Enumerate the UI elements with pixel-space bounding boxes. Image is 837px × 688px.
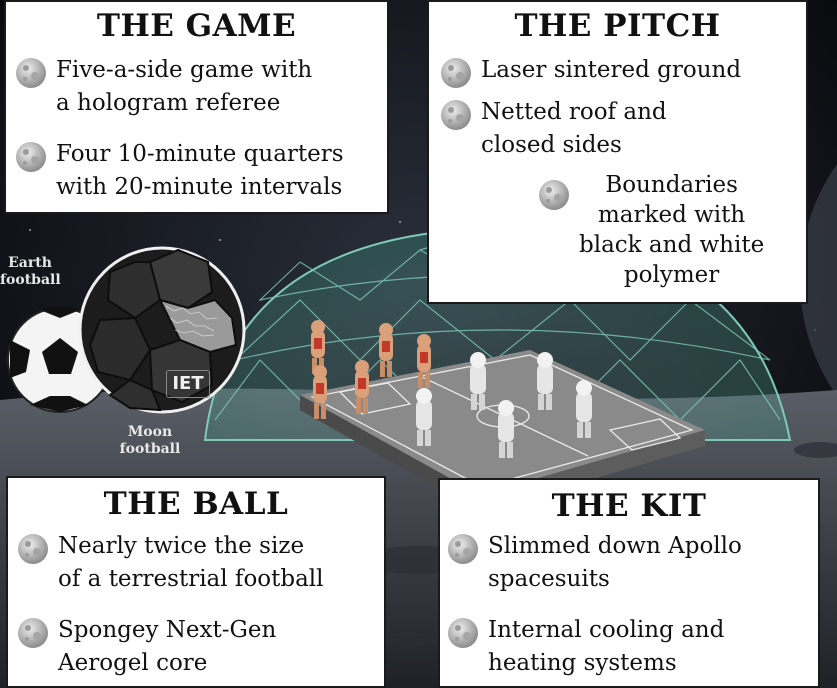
panel-title: THE GAME bbox=[96, 8, 297, 44]
list-item-text: Spongey Next-Gen Aerogel core bbox=[58, 617, 277, 676]
panel-the-kit: THE KIT Slimmed down Apollo spacesuits I… bbox=[438, 478, 820, 688]
list-item-text: Boundaries marked with black and white p… bbox=[579, 172, 765, 288]
moon-football-icon bbox=[78, 246, 246, 414]
list-item-text: Nearly twice the size of a terrestrial f… bbox=[58, 533, 324, 592]
moon-icon bbox=[18, 618, 48, 648]
earth-football-label: Earth football bbox=[0, 255, 61, 288]
ball-logo: IET bbox=[166, 370, 210, 398]
list-item: Laser sintered ground bbox=[439, 54, 741, 90]
list-item-text: Netted roof and closed sides bbox=[481, 99, 667, 158]
moon-icon bbox=[18, 534, 48, 564]
moon-icon bbox=[448, 534, 478, 564]
moon-icon bbox=[16, 142, 46, 172]
moon-icon bbox=[448, 618, 478, 648]
astronaut-team-white bbox=[416, 352, 592, 458]
moon-football-label: Moon football bbox=[119, 424, 181, 457]
list-item-text: Five-a-side game with a hologram referee bbox=[56, 57, 313, 116]
moon-icon bbox=[539, 180, 569, 210]
list-item-text: Four 10-minute quarters with 20-minute i… bbox=[56, 141, 344, 200]
panel-the-ball: THE BALL Nearly twice the size of a terr… bbox=[6, 476, 386, 688]
list-item: Slimmed down Apollo spacesuits bbox=[446, 530, 742, 596]
list-item: Boundaries marked with black and white p… bbox=[537, 170, 764, 290]
panel-title: THE PITCH bbox=[514, 8, 721, 44]
list-item: Internal cooling and heating systems bbox=[446, 614, 724, 680]
moon-icon bbox=[441, 100, 471, 130]
panel-the-game: THE GAME Five-a-side game with a hologra… bbox=[4, 0, 389, 214]
panel-the-pitch: THE PITCH Laser sintered ground Netted r… bbox=[427, 0, 808, 304]
list-item: Spongey Next-Gen Aerogel core bbox=[16, 614, 276, 680]
list-item: Netted roof and closed sides bbox=[439, 96, 667, 162]
list-item-text: Laser sintered ground bbox=[481, 57, 742, 83]
moon-icon bbox=[441, 58, 471, 88]
panel-title: THE KIT bbox=[551, 488, 707, 524]
moon-icon bbox=[16, 58, 46, 88]
astronaut-team-red bbox=[311, 320, 431, 419]
list-item-text: Slimmed down Apollo spacesuits bbox=[488, 533, 742, 592]
panel-title: THE BALL bbox=[103, 486, 289, 522]
list-item: Four 10-minute quarters with 20-minute i… bbox=[14, 138, 344, 204]
list-item: Five-a-side game with a hologram referee bbox=[14, 54, 312, 120]
list-item: Nearly twice the size of a terrestrial f… bbox=[16, 530, 324, 596]
list-item-text: Internal cooling and heating systems bbox=[488, 617, 725, 676]
